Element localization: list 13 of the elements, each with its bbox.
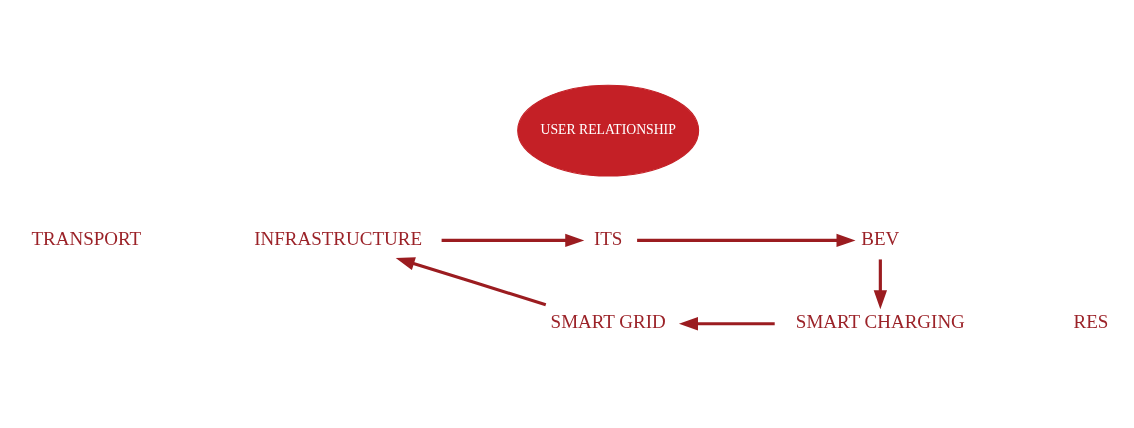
- node-text: INFRASTRUCTURE: [254, 228, 423, 250]
- node-text: BEV: [861, 228, 900, 250]
- arrow: [873, 259, 887, 310]
- label: TRANSPORT: [31, 228, 142, 250]
- label: RES: [1073, 311, 1109, 333]
- node-text: SMART CHARGING: [795, 311, 965, 333]
- arrow: [637, 233, 856, 248]
- arrow: [395, 257, 547, 307]
- node-text: ITS: [593, 228, 623, 250]
- node-ellipse: USER RELATIONSHIP: [517, 84, 700, 177]
- arrow: [441, 233, 585, 248]
- node-text: SMART GRID: [550, 311, 666, 333]
- arrow: [678, 317, 775, 331]
